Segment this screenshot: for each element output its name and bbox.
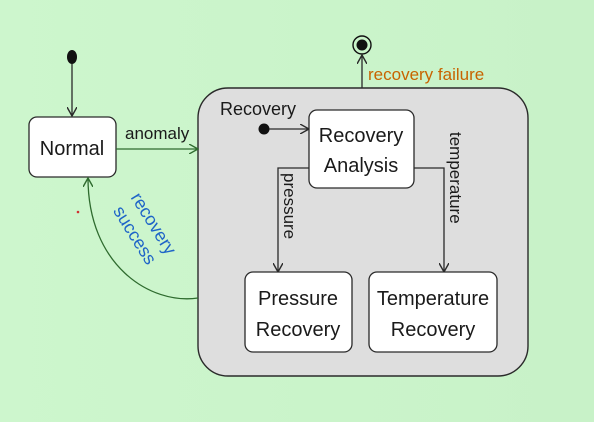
recovery-failure-label: recovery failure [368,65,484,84]
normal-state [28,116,117,178]
recovery-success-transition-arrow [88,178,199,300]
pressure-recovery-label-line1: Pressure [258,288,338,310]
inner-initial-state-dot [258,123,270,135]
pressure-transition-label: pressure [280,173,299,239]
pressure-recovery-state [244,271,353,353]
temperature-recovery-label-line2: Recovery [391,319,475,341]
recovery-analysis-label-line2: Analysis [324,155,398,177]
recovery-analysis-state [308,109,415,189]
final-state-inner [356,39,368,51]
recovery-success-label: recovery success [109,189,180,268]
temperature-recovery-label-line1: Temperature [377,288,489,310]
recovery-composite-label: Recovery [220,99,296,119]
initial-state-dot [67,50,77,64]
normal-state-label: Normal [40,138,104,160]
stray-mark [76,210,80,214]
temperature-transition-label: temperature [446,132,465,224]
anomaly-transition-label: anomaly [125,124,190,143]
pressure-recovery-label-line2: Recovery [256,319,340,341]
recovery-analysis-label-line1: Recovery [319,125,403,147]
pressure-transition-arrow [278,167,309,272]
temperature-transition-arrow [414,167,444,272]
temperature-recovery-state [368,271,498,353]
